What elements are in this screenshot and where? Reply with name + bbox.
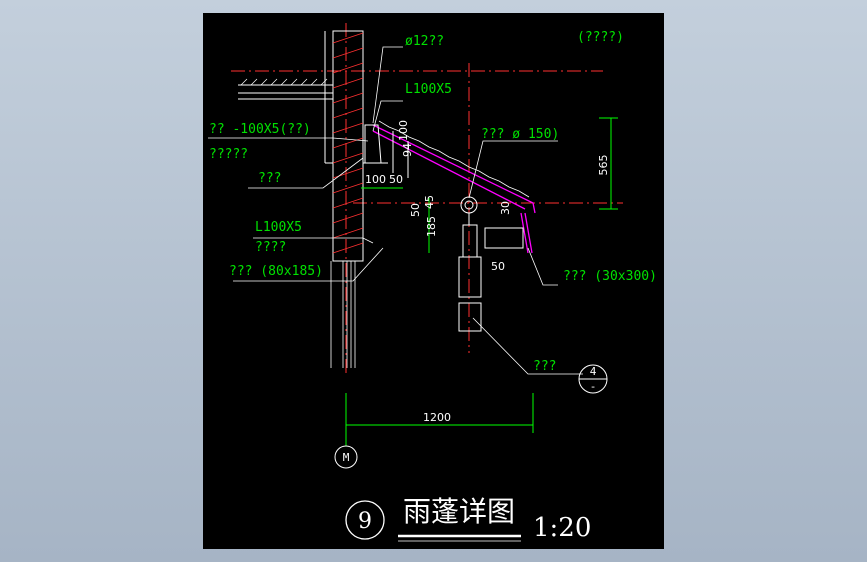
label-fascia: ??? (30x300) bbox=[563, 269, 657, 284]
canopy-roof bbox=[372, 124, 536, 254]
dim-height: 565 bbox=[597, 155, 610, 176]
wall-hatch bbox=[332, 32, 364, 254]
label-angle-bottom-note: ???? bbox=[255, 240, 286, 255]
angle-bracket bbox=[363, 124, 409, 178]
drawing-scale: 1:20 bbox=[533, 513, 591, 543]
label-column: ??? bbox=[533, 359, 556, 374]
label-pipe: ??? ø 150) bbox=[481, 127, 559, 142]
label-top-note: (????) bbox=[577, 30, 624, 45]
dim-94: 94 bbox=[401, 143, 414, 157]
axis-label: M bbox=[343, 451, 350, 464]
roof-tiles bbox=[378, 120, 530, 198]
slab-hatch bbox=[240, 78, 328, 86]
section-ref-bubble bbox=[578, 364, 608, 394]
dim-width: 1200 bbox=[423, 411, 451, 424]
lower-wall bbox=[330, 261, 356, 368]
section-ref-top: 4 bbox=[590, 365, 597, 378]
label-rebar: ø12?? bbox=[405, 34, 444, 49]
dim-50c: 50 bbox=[491, 260, 505, 273]
drawing-title: 雨蓬详图 bbox=[403, 495, 515, 528]
section-ref-bottom: - bbox=[590, 380, 597, 393]
dim-30: 30 bbox=[499, 201, 512, 215]
label-angle-top: L100X5 bbox=[405, 82, 452, 97]
label-fill: ??? bbox=[258, 171, 281, 186]
label-plate-note: ????? bbox=[209, 147, 248, 162]
dim-45: 45 bbox=[423, 195, 436, 209]
detail-number: 9 bbox=[358, 509, 372, 534]
detail-number-bubble bbox=[345, 500, 385, 540]
detail-drawing: M 4 - ø12?? (????) L100X5 ?? -100X5(??) … bbox=[208, 23, 657, 543]
wall-section bbox=[238, 30, 364, 262]
leader-lines bbox=[208, 46, 583, 375]
label-angle-bottom: L100X5 bbox=[255, 220, 302, 235]
dim-100: 100 bbox=[365, 173, 386, 186]
dim-185: 185 bbox=[425, 216, 438, 237]
axis-bubble bbox=[334, 433, 358, 469]
dim-50a: 50 bbox=[389, 173, 403, 186]
dim-100b: 100 bbox=[397, 120, 410, 141]
dimension-lines bbox=[345, 117, 618, 433]
label-beam: ??? (80x185) bbox=[229, 264, 323, 279]
label-plate: ?? -100X5(??) bbox=[209, 122, 311, 137]
reference-lines bbox=[231, 23, 623, 373]
drawing-sheet: M 4 - ø12?? (????) L100X5 ?? -100X5(??) … bbox=[203, 13, 664, 549]
pipe-column bbox=[458, 196, 524, 332]
dim-50b: 50 bbox=[409, 203, 422, 217]
